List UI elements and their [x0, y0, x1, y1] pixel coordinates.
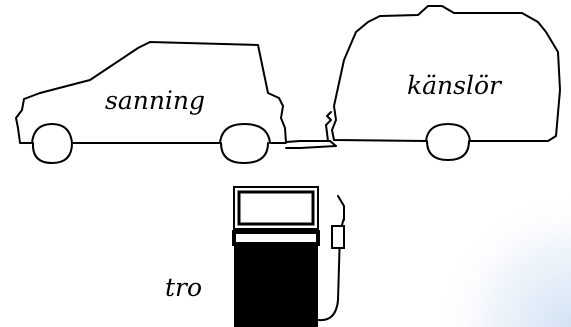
car: sanning	[16, 42, 286, 163]
trailer-label: känslör	[407, 71, 503, 100]
tow-hitch	[286, 112, 336, 148]
pump-body	[234, 232, 318, 327]
pump-nozzle-handle	[332, 226, 344, 248]
car-label: sanning	[105, 86, 205, 115]
pump-nozzle	[338, 196, 344, 220]
trailer: känslör	[332, 6, 560, 160]
pump-label: tro	[165, 273, 202, 302]
car-front-wheel	[33, 143, 72, 163]
corner-glow	[400, 180, 571, 327]
fuel-pump: tro	[165, 187, 344, 327]
car-rear-wheel	[221, 143, 268, 163]
trailer-wheel	[427, 141, 469, 160]
